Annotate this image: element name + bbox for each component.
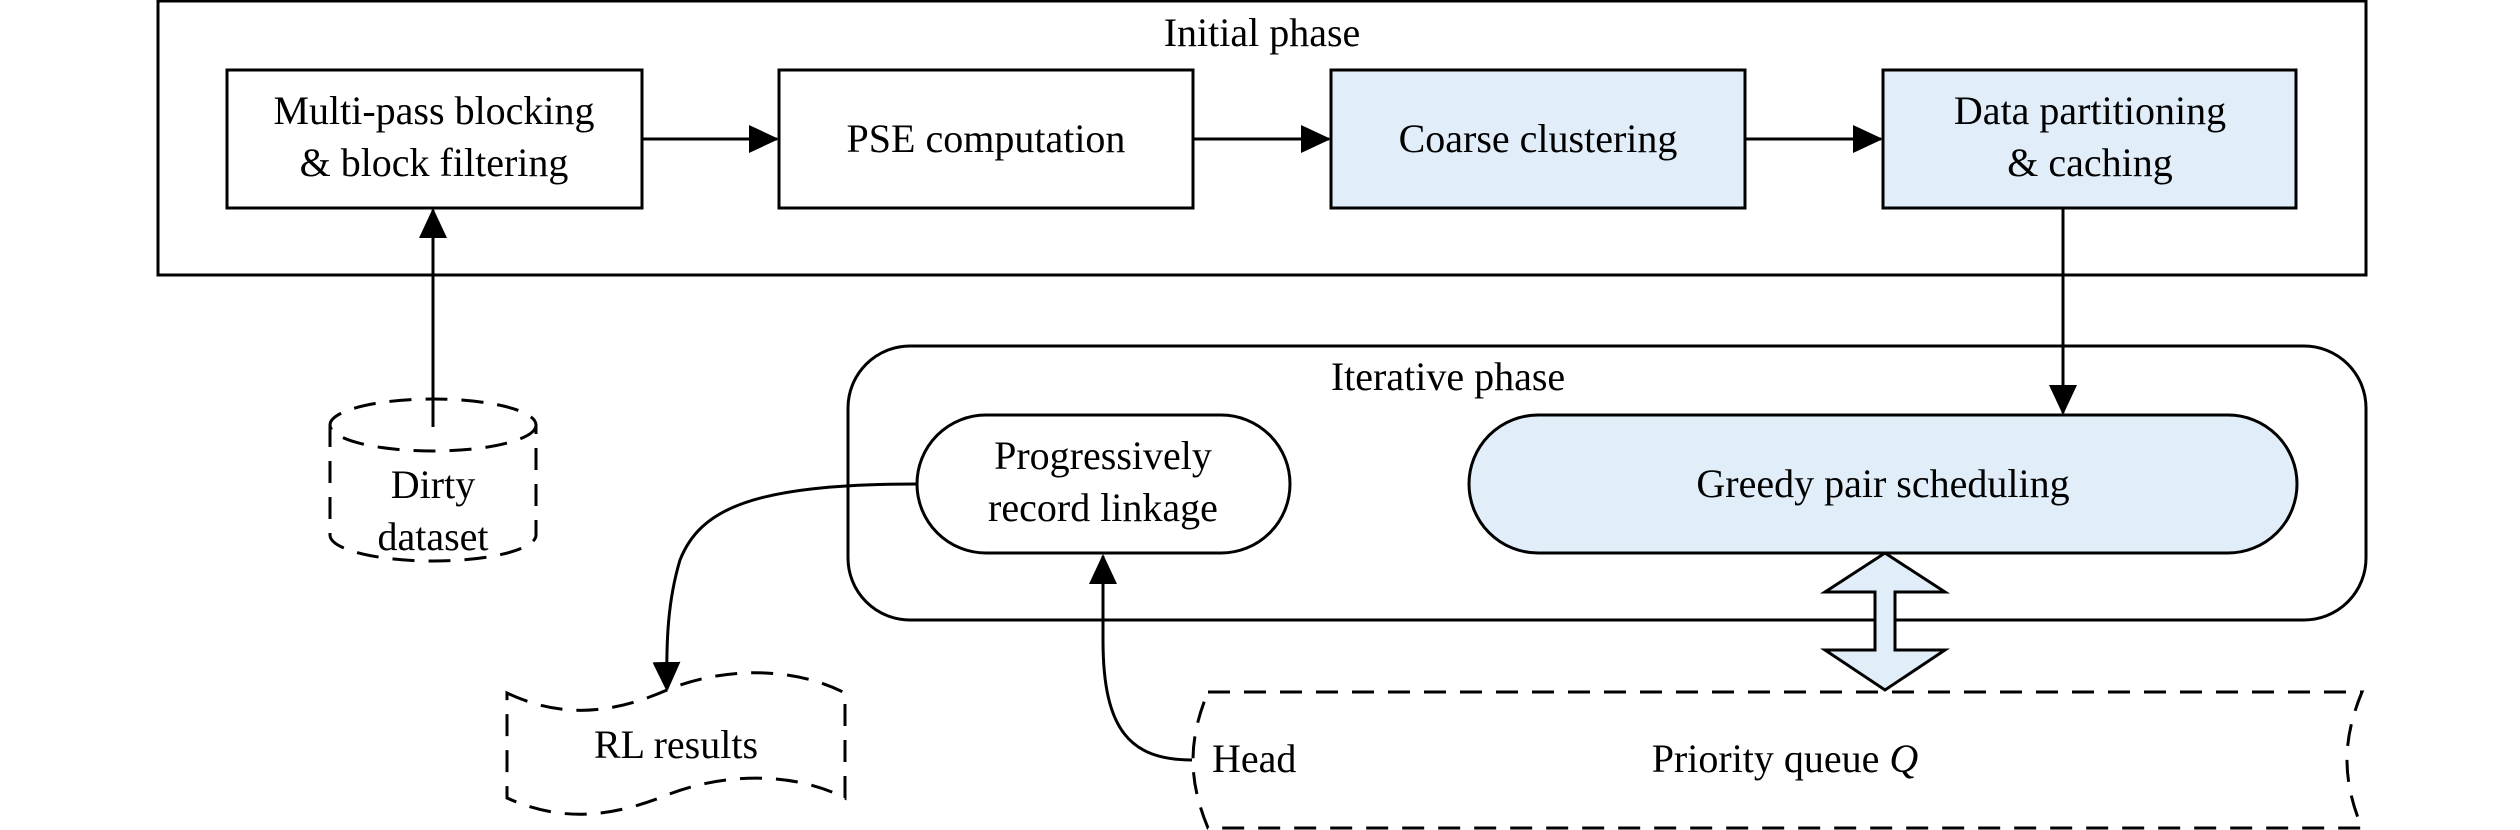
initial-phase-group: Initial phase Multi-pass blocking & bloc… bbox=[156, 0, 2368, 277]
node-label-line-1: Progressively bbox=[994, 433, 1212, 478]
priority-queue[interactable]: Head Priority queue Q bbox=[1191, 690, 2365, 830]
node-label: Coarse clustering bbox=[1399, 116, 1678, 161]
node-multi-pass-blocking[interactable]: Multi-pass blocking & block filtering bbox=[225, 68, 644, 210]
node-pse-computation[interactable]: PSE computation bbox=[777, 68, 1195, 210]
node-label: Greedy pair scheduling bbox=[1696, 461, 2069, 506]
node-greedy-pair-scheduling[interactable]: Greedy pair scheduling bbox=[1467, 413, 2299, 555]
bidirectional-block-arrow bbox=[1819, 551, 1951, 692]
queue-label: Priority queue Q bbox=[1652, 736, 1919, 781]
node-label: PSE computation bbox=[847, 116, 1126, 161]
node-label-line-1: Data partitioning bbox=[1954, 88, 2226, 133]
edge-progressive-to-results bbox=[652, 482, 918, 692]
node-label-line-2: record linkage bbox=[988, 485, 1218, 530]
queue-head-label: Head bbox=[1212, 736, 1296, 781]
dataset-label-line-1: Dirty bbox=[391, 462, 475, 507]
dataset-label-line-2: dataset bbox=[377, 514, 488, 559]
initial-phase-title: Initial phase bbox=[1164, 10, 1361, 55]
iterative-phase-group: Iterative phase Progressively record lin… bbox=[846, 344, 2368, 622]
iterative-phase-title: Iterative phase bbox=[1331, 354, 1565, 399]
edge-head-to-progressive bbox=[1089, 554, 1193, 762]
node-coarse-clustering[interactable]: Coarse clustering bbox=[1329, 68, 1747, 210]
node-progressive-record-linkage[interactable]: Progressively record linkage bbox=[915, 413, 1292, 555]
node-data-partitioning[interactable]: Data partitioning & caching bbox=[1881, 68, 2298, 210]
results-label: RL results bbox=[594, 722, 758, 767]
node-label-line-2: & caching bbox=[2007, 140, 2173, 185]
node-label-line-1: Multi-pass blocking bbox=[273, 88, 594, 133]
rl-results-document[interactable]: RL results bbox=[505, 671, 847, 816]
node-label-line-2: & block filtering bbox=[300, 140, 569, 185]
